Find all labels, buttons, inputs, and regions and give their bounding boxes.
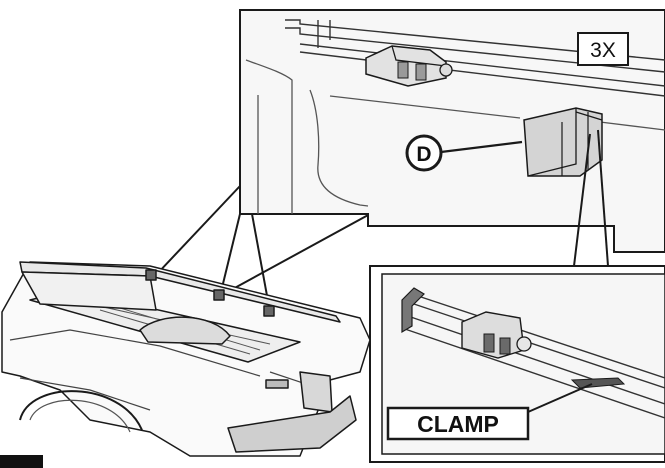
- clamp-label-box: CLAMP: [386, 406, 530, 441]
- inset-latch: [461, 311, 532, 359]
- inset-leaders: [573, 129, 609, 267]
- rail-clamp-marker: [145, 269, 157, 281]
- callout-letter: D: [416, 143, 431, 166]
- rear-bumper: [227, 395, 357, 453]
- pickup-truck-bed: [1, 261, 371, 457]
- rail-clamp-marker: [263, 305, 275, 317]
- callout-d: D: [405, 134, 523, 172]
- clamp-label: CLAMP: [417, 411, 499, 437]
- rail-clamp-marker: [213, 289, 225, 301]
- clamp-part: [523, 107, 603, 177]
- rail-latch: [365, 45, 453, 87]
- tail-light: [299, 371, 333, 413]
- clamp-slot: [570, 377, 626, 389]
- quantity-label: 3X: [590, 39, 616, 62]
- detail-panel: [239, 9, 665, 253]
- quantity-box: 3X: [577, 32, 629, 66]
- corner-tab: [0, 455, 43, 468]
- rail-end-bracket: [401, 287, 425, 334]
